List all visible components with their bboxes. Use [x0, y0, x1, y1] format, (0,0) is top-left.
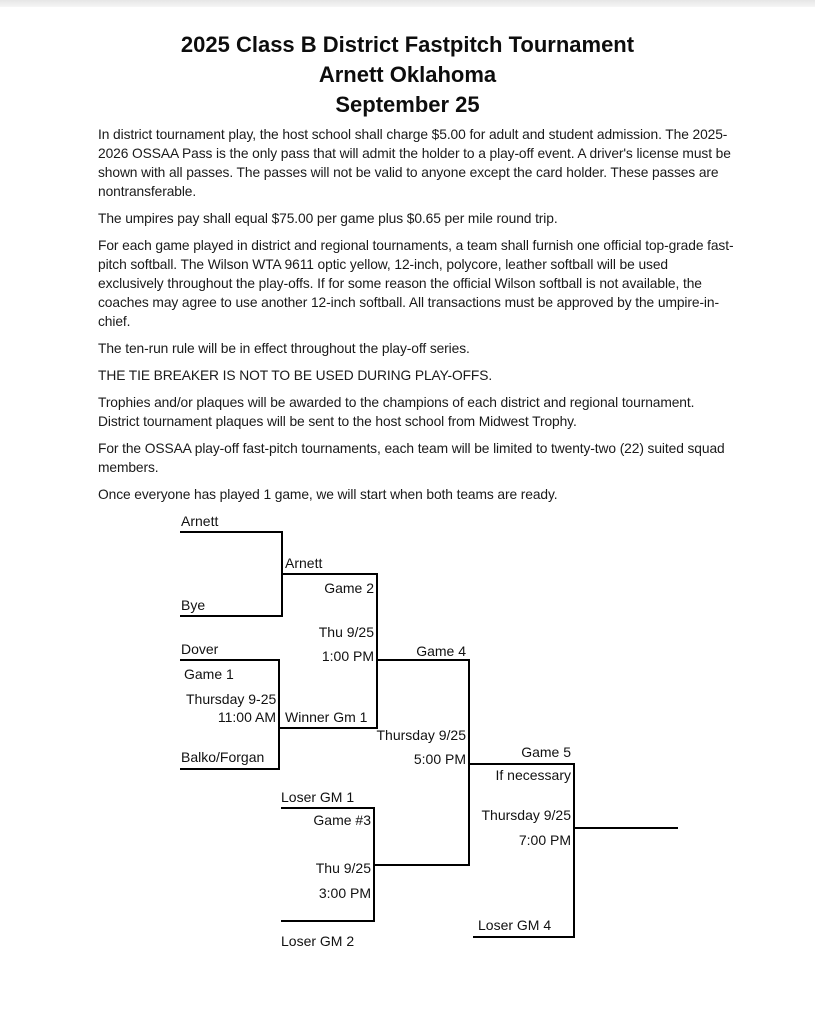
tournament-rules-text: In district tournament play, the host sc… [98, 125, 735, 512]
seed-line-bye [180, 615, 283, 617]
title-line-1: 2025 Class B District Fastpitch Tourname… [180, 32, 635, 57]
game1-date: Thursday 9-25 [186, 691, 277, 707]
game5-date: Thursday 9/25 [481, 807, 572, 823]
game4-slot-bottom-line [373, 864, 470, 866]
game3-slot-loser-gm1: Loser GM 1 [281, 789, 355, 805]
paragraph-start-note: Once everyone has played 1 game, we will… [98, 487, 558, 502]
game2-slot-top-line [281, 573, 378, 575]
connector-game4 [468, 659, 470, 866]
seed-line-balko-forgan [180, 768, 280, 770]
game3-slot-bottom-line [281, 920, 375, 922]
game1-time: 11:00 AM [217, 709, 276, 725]
title-line-2: Arnett Oklahoma [318, 62, 497, 87]
game3-date: Thu 9/25 [315, 860, 371, 876]
game2-date: Thu 9/25 [318, 624, 374, 640]
game4-slot-top-line [376, 659, 470, 661]
connector-game2 [376, 573, 378, 729]
game5-note-if-necessary: If necessary [495, 767, 571, 783]
connector-game1 [278, 659, 280, 770]
game4-label: Game 4 [416, 643, 466, 659]
photo-top-edge [0, 0, 815, 7]
bracket-advancer-winner-gm1: Winner Gm 1 [285, 709, 368, 725]
paragraph-squad-limit: For the OSSAA play-off fast-pitch tourna… [98, 441, 725, 475]
paragraph-ten-run-rule: The ten-run rule will be in effect throu… [98, 341, 470, 356]
seed-line-arnett [180, 531, 283, 533]
champion-line [573, 827, 678, 829]
game5-time: 7:00 PM [518, 832, 571, 848]
game3-time: 3:00 PM [318, 885, 371, 901]
game2-label: Game 2 [324, 580, 374, 596]
bracket-team-arnett: Arnett [181, 513, 219, 529]
paragraph-softball: For each game played in district and reg… [98, 238, 734, 329]
game3-slot-loser-gm2: Loser GM 2 [281, 933, 355, 949]
bracket-advancer-arnett: Arnett [285, 555, 323, 571]
game5-slot-top-line [468, 763, 575, 765]
game3-label: Game #3 [313, 812, 371, 828]
title-line-3: September 25 [335, 92, 480, 117]
paragraph-trophies: Trophies and/or plaques will be awarded … [98, 395, 695, 429]
game5-label: Game 5 [521, 744, 571, 760]
document-header: 2025 Class B District Fastpitch Tourname… [0, 30, 815, 120]
game4-date: Thursday 9/25 [376, 727, 467, 743]
connector-game5 [573, 763, 575, 938]
game2-slot-bottom-line [278, 727, 378, 729]
game1-label: Game 1 [184, 666, 234, 682]
bracket-team-balko-forgan: Balko/Forgan [181, 749, 265, 765]
paragraph-umpire-pay: The umpires pay shall equal $75.00 per g… [98, 211, 558, 226]
bracket-team-dover: Dover [181, 641, 219, 657]
game5-slot-bottom-line [473, 936, 575, 938]
paragraph-tie-breaker: THE TIE BREAKER IS NOT TO BE USED DURING… [98, 368, 493, 383]
game4-time: 5:00 PM [413, 751, 466, 767]
game2-time: 1:00 PM [321, 648, 374, 664]
game5-slot-loser-gm4: Loser GM 4 [478, 917, 552, 933]
game3-slot-top-line [281, 807, 375, 809]
bracket-team-bye: Bye [181, 597, 206, 613]
paragraph-admission: In district tournament play, the host sc… [98, 127, 731, 199]
seed-line-dover [180, 659, 280, 661]
